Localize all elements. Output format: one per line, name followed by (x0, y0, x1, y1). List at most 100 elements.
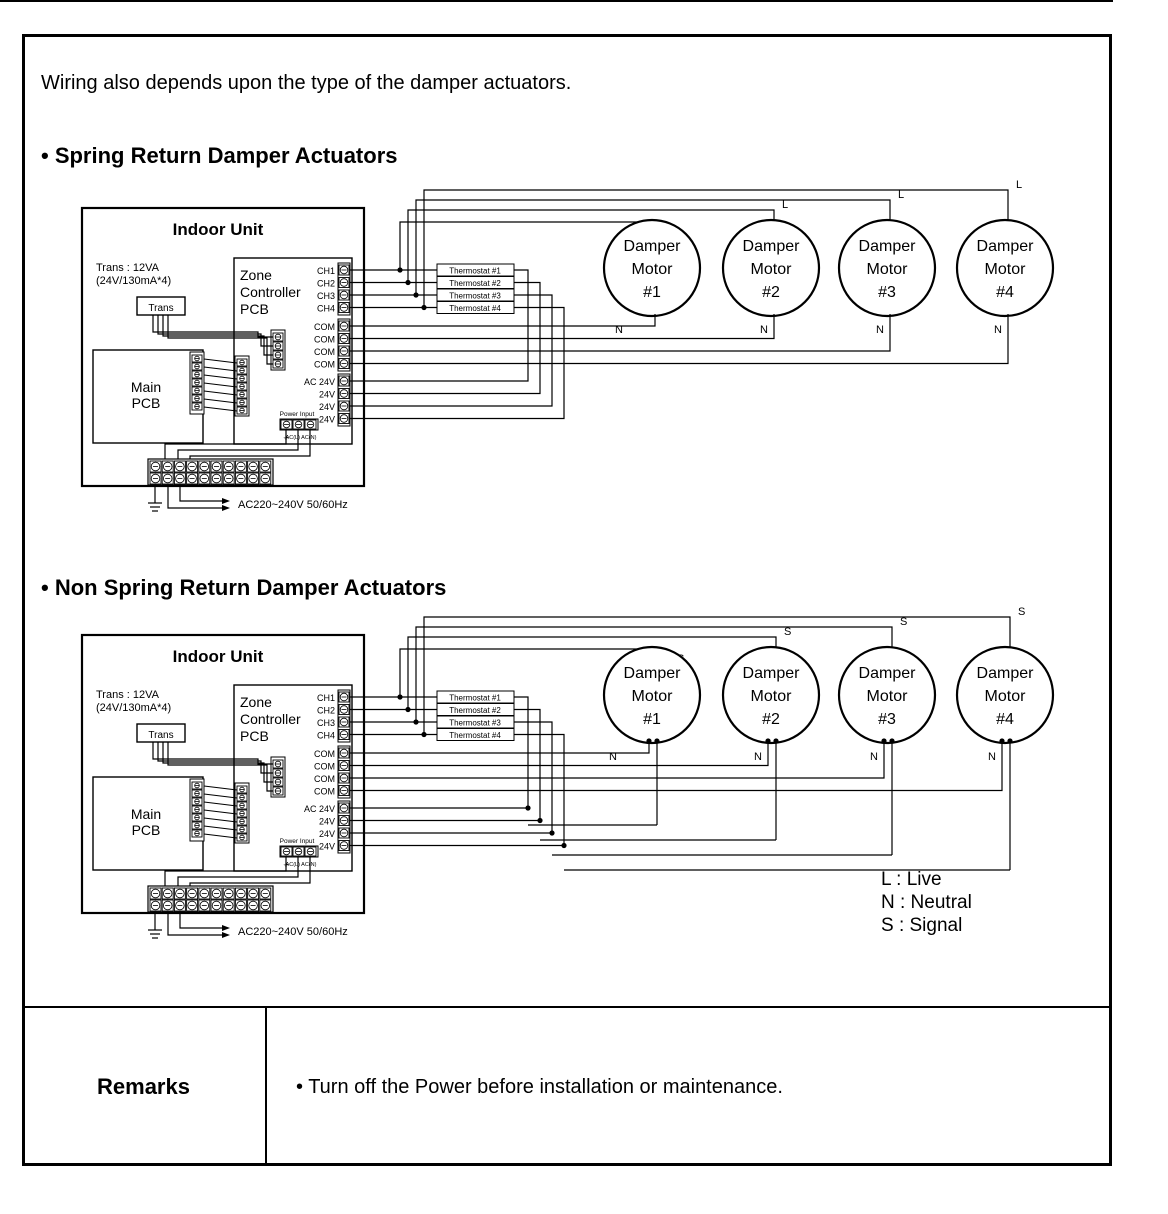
damper-motor-4 (955, 218, 1055, 318)
zone-controller-box (233, 257, 353, 445)
motor-neutral-wire (350, 741, 650, 754)
screw-head (294, 420, 303, 429)
main-pcb-label: PCB (132, 822, 161, 838)
indoor-unit-label: Indoor Unit (173, 220, 264, 239)
screw-head (274, 760, 282, 768)
terminal-label-com: COM (314, 787, 335, 797)
screw-head (223, 888, 234, 899)
terminal-strip-com (337, 318, 351, 372)
main-pcb-label: Main (131, 379, 161, 395)
damper-motor-number: #2 (762, 711, 780, 728)
legend-signal: S : Signal (881, 915, 963, 936)
screw-head (175, 900, 185, 911)
screw-head (274, 360, 282, 368)
indoor-unit-label: Indoor Unit (173, 647, 264, 666)
terminal-label-ac: 24V (319, 415, 335, 425)
screw-head (150, 473, 161, 484)
screw-head (339, 816, 349, 825)
damper-motor-1 (602, 645, 702, 745)
motor-neutral-wire (350, 314, 1009, 365)
trans-spec-label: (24V/130mA*4) (96, 702, 171, 714)
section-title-spring-return: • Spring Return Damper Actuators (41, 143, 398, 168)
junction-dot (765, 738, 771, 744)
damper-motor-1 (602, 218, 702, 318)
terminal-label-ch: CH1 (317, 266, 335, 276)
screw-head (339, 303, 349, 312)
terminal-label-ac: 24V (319, 842, 335, 852)
damper-motor-label: Damper (624, 665, 682, 682)
power-input-terminals: AC(L) AC(N) (286, 435, 317, 441)
main-pcb-label: Main (131, 806, 161, 822)
arrow-icon (222, 505, 230, 511)
terminal-label-com: COM (314, 762, 335, 772)
main-pcb-box (92, 349, 204, 444)
power-wire (177, 430, 299, 460)
motor-neutral-wire (350, 741, 885, 779)
damper-motor-label: Damper (743, 238, 801, 255)
zone-controller-label: Zone (240, 267, 272, 283)
neutral-label: N (988, 751, 996, 763)
damper-motor-label: Motor (751, 261, 793, 278)
junction-dot (654, 738, 660, 744)
motor-live-wire (415, 199, 891, 295)
screw-head (339, 290, 349, 300)
motor-signal-wire (415, 626, 893, 722)
screw-head (339, 265, 349, 275)
zone-controller-label: Controller (240, 284, 301, 300)
screw-head (282, 420, 291, 429)
terminal-label-com: COM (314, 774, 335, 784)
screw-head (223, 461, 234, 472)
screw-head (282, 847, 291, 856)
screw-head (248, 900, 258, 911)
screw-head (339, 828, 349, 838)
screw-head (162, 888, 173, 899)
thermostat-label-4: Thermostat #4 (449, 304, 501, 313)
screw-head (339, 841, 349, 850)
screw-head (274, 787, 282, 795)
ribbon-wire (203, 398, 238, 404)
ribbon-wire (203, 809, 238, 815)
terminal-label-ch: CH2 (317, 279, 335, 289)
screw-head (339, 321, 349, 331)
screw-head (187, 888, 197, 899)
terminal-letter-l: L (1016, 179, 1022, 191)
trans-wire (167, 315, 273, 365)
terminal-label-ac: 24V (319, 402, 335, 412)
terminal-strip-ch (337, 262, 351, 316)
trans-wire (152, 742, 273, 765)
screw-head (260, 888, 271, 899)
screw-head (236, 888, 246, 899)
screw-head (248, 473, 258, 484)
damper-motor-number: #4 (996, 284, 1014, 301)
damper-motor-label: Damper (743, 665, 801, 682)
motor-live-wire (407, 209, 775, 283)
terminal-letter-s: S (1018, 606, 1025, 618)
thermostat-label-1: Thermostat #1 (449, 694, 501, 703)
trans-wire (152, 315, 273, 338)
damper-motor-number: #3 (878, 711, 896, 728)
zone-controller-label: PCB (240, 728, 269, 744)
neutral-label: N (760, 324, 768, 336)
terminal-letter-s: S (784, 626, 791, 638)
terminal-letter-s: S (900, 616, 907, 628)
screw-head (274, 769, 282, 777)
damper-motor-4 (955, 645, 1055, 745)
motor-live-wire (423, 189, 1009, 308)
intro-text: Wiring also depends upon the type of the… (41, 72, 572, 94)
ribbon-wire (203, 833, 238, 839)
screw-head (211, 461, 222, 472)
thermostat-label-3: Thermostat #3 (449, 719, 501, 728)
damper-motor-label: Motor (985, 261, 1027, 278)
trans-wire (157, 315, 273, 347)
screw-head (223, 473, 234, 484)
trans-spec-label: Trans : 12VA (96, 262, 160, 274)
junction-dot (881, 738, 887, 744)
main-pcb-box (92, 776, 204, 871)
supply-wire (167, 912, 222, 936)
motor-neutral-wire (350, 314, 656, 327)
power-wire (164, 430, 287, 460)
terminal-label-com: COM (314, 322, 335, 332)
terminal-letter-l: L (782, 199, 788, 211)
screw-head (339, 705, 349, 714)
arrow-icon (222, 925, 230, 931)
